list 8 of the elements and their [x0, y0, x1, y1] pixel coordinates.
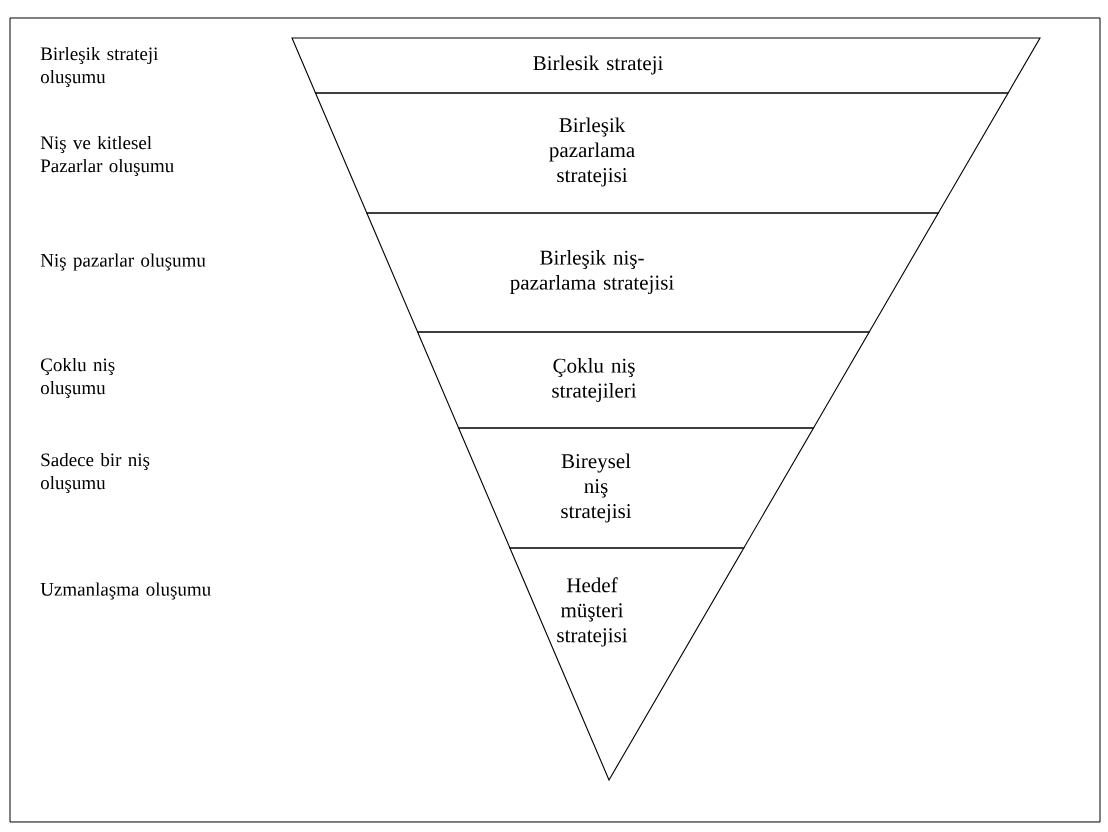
funnel-band: Birleşik pazarlama stratejisi	[314, 92, 1010, 214]
level-label: Sadece bir niş oluşumu	[40, 452, 150, 494]
level-label: Niş pazarlar oluşumu	[40, 253, 206, 271]
level-label: Uzmanlaşma oluşumu	[40, 582, 211, 600]
level-label: Çoklu niş oluşumu	[40, 357, 115, 399]
level-label: Birleşik strateji oluşumu	[40, 46, 159, 88]
funnel-band: Birlesik strateji	[291, 37, 1041, 94]
level-label: Niş ve kitlesel Pazarlar oluşumu	[40, 135, 174, 177]
